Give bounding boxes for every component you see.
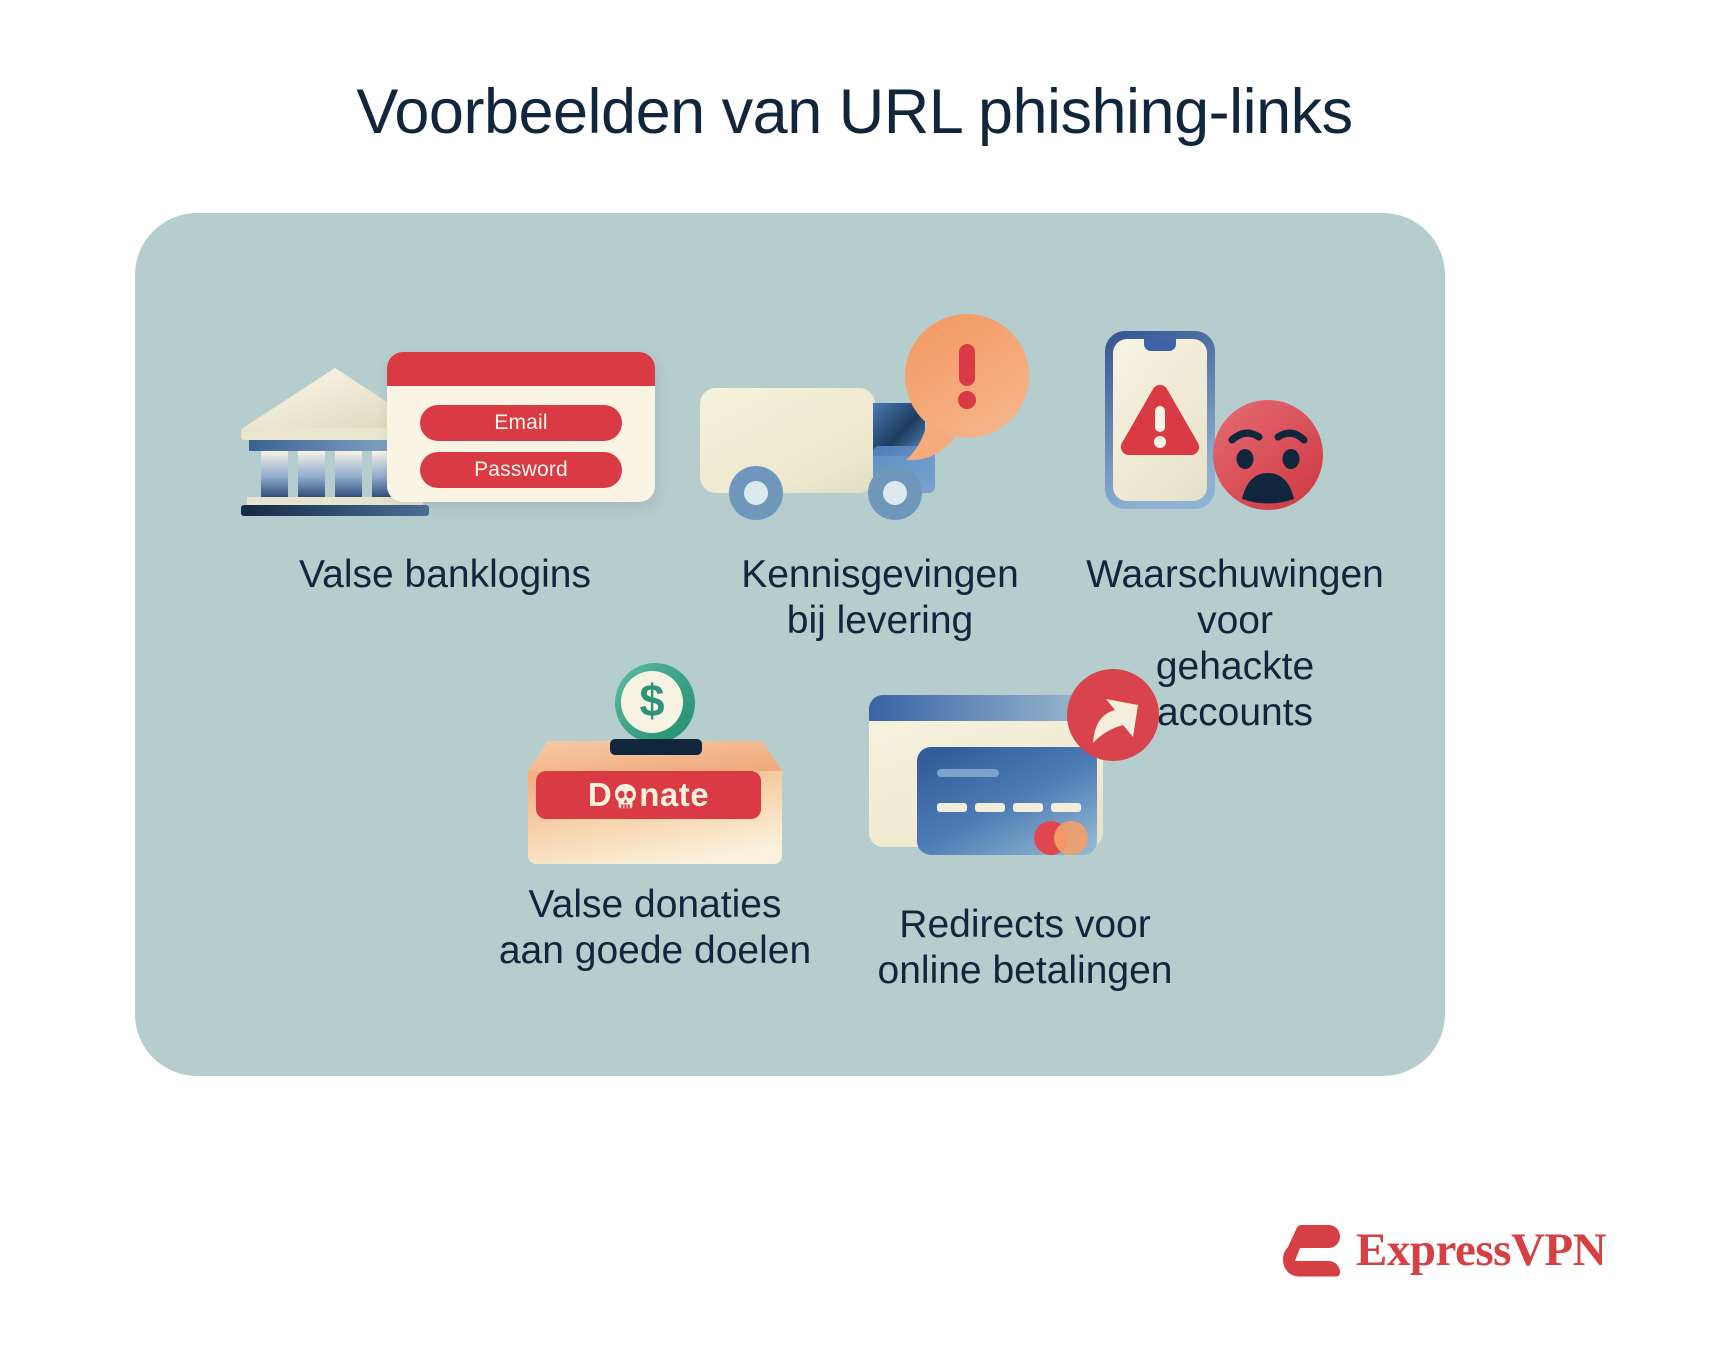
- content-panel: Email Password Valse banklogins: [135, 213, 1445, 1076]
- card-caption: Kennisgevingen bij levering: [741, 553, 1019, 643]
- card-hacked-account: Waarschuwingen voor gehackte accounts: [1085, 323, 1385, 736]
- card-fake-donation: $ D: [465, 653, 845, 974]
- form-top-bar: [387, 352, 655, 386]
- delivery-truck-alert-icon: [700, 314, 1029, 520]
- card-payment-redirect: Redirects voor online betalingen: [835, 669, 1215, 994]
- donation-box-art: $ D: [465, 653, 845, 868]
- logo-wordmark: ExpressVPN: [1356, 1223, 1607, 1276]
- bank-login-form: Email Password: [387, 352, 655, 502]
- skull-icon: [613, 782, 638, 812]
- redirect-art: [835, 669, 1215, 888]
- card-bank-login: Email Password Valse banklogins: [225, 323, 665, 598]
- password-field[interactable]: Password: [420, 452, 622, 488]
- browser-credit-card-redirect-icon: [869, 669, 1159, 855]
- email-field[interactable]: Email: [420, 405, 622, 441]
- donate-label-before: D: [587, 776, 613, 813]
- card-caption: Valse banklogins: [299, 553, 591, 596]
- phone-warning-sad-face-icon: [1105, 331, 1323, 510]
- card-caption: Valse donaties aan goede doelen: [498, 883, 812, 973]
- card-caption: Waarschuwingen voor gehackte accounts: [1086, 553, 1384, 735]
- bank-login-art: Email Password: [225, 323, 665, 538]
- page-title: Voorbeelden van URL phishing-links: [356, 77, 1353, 147]
- donate-label-after: nate: [639, 776, 710, 813]
- expressvpn-e-mark-icon: [1283, 1225, 1340, 1277]
- bank-building-icon: [241, 368, 429, 516]
- donation-box-icon: $: [528, 663, 782, 864]
- phone-warning-art: [1085, 323, 1385, 538]
- donate-button[interactable]: D nate: [536, 771, 761, 819]
- expressvpn-logo: ExpressVPN: [1282, 1221, 1607, 1279]
- card-delivery-notification: Kennisgevingen bij levering: [675, 314, 1085, 644]
- card-caption: Redirects voor online betalingen: [877, 903, 1173, 993]
- coin-dollar-glyph: $: [639, 675, 664, 726]
- delivery-truck-art: [675, 314, 1085, 538]
